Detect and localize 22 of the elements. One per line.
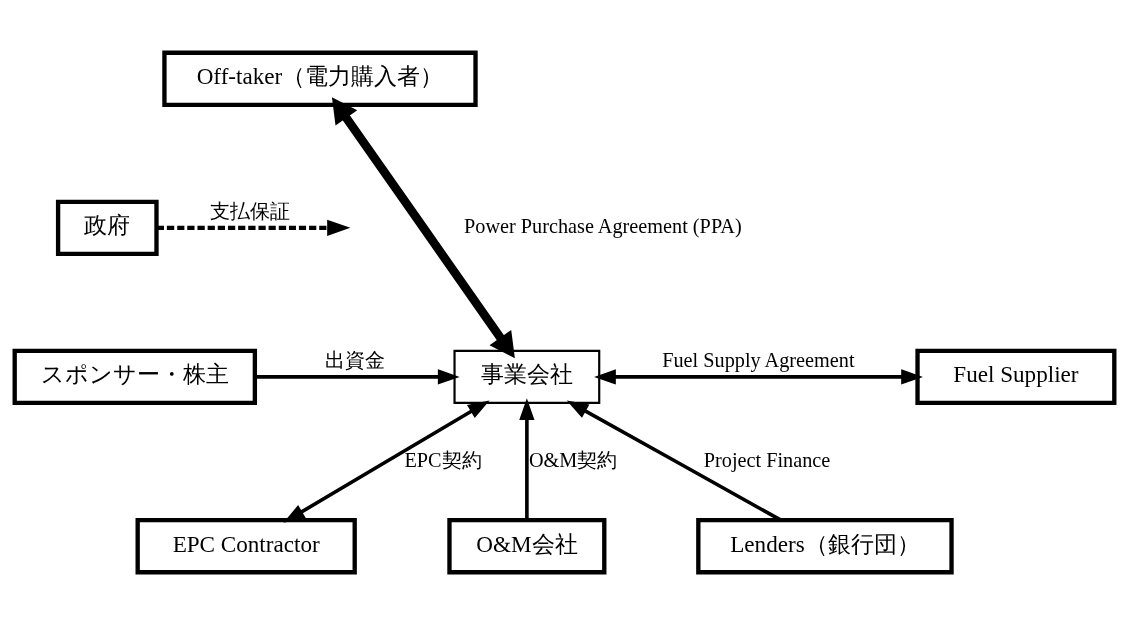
arrow	[157, 219, 351, 236]
edge-label: EPC契約	[404, 448, 482, 471]
edge-label: 支払保証	[210, 199, 291, 222]
arrow	[519, 397, 535, 520]
arrow	[283, 399, 490, 523]
node-box: Fuel Supplier	[915, 348, 1117, 405]
node-box: 政府	[55, 199, 159, 256]
arrow	[566, 400, 782, 521]
node-box: Off-taker（電力購入者）	[162, 50, 478, 107]
arrow	[255, 368, 460, 384]
edge-label: O&M契約	[528, 448, 618, 471]
node-box: Lenders（銀行団）	[696, 517, 954, 574]
edge-label: 出資金	[324, 348, 385, 371]
node-box: EPC Contractor	[135, 517, 357, 574]
node-box: 事業会社	[453, 349, 601, 404]
node-box: O&M会社	[447, 517, 607, 574]
node-box: スポンサー・株主	[12, 348, 258, 405]
arrow	[594, 368, 923, 384]
edge-label: Project Finance	[703, 448, 831, 471]
edge-label: Fuel Supply Agreement	[662, 348, 855, 371]
arrow	[331, 96, 515, 358]
edge-label: Power Purchase Agreement (PPA)	[464, 214, 742, 237]
